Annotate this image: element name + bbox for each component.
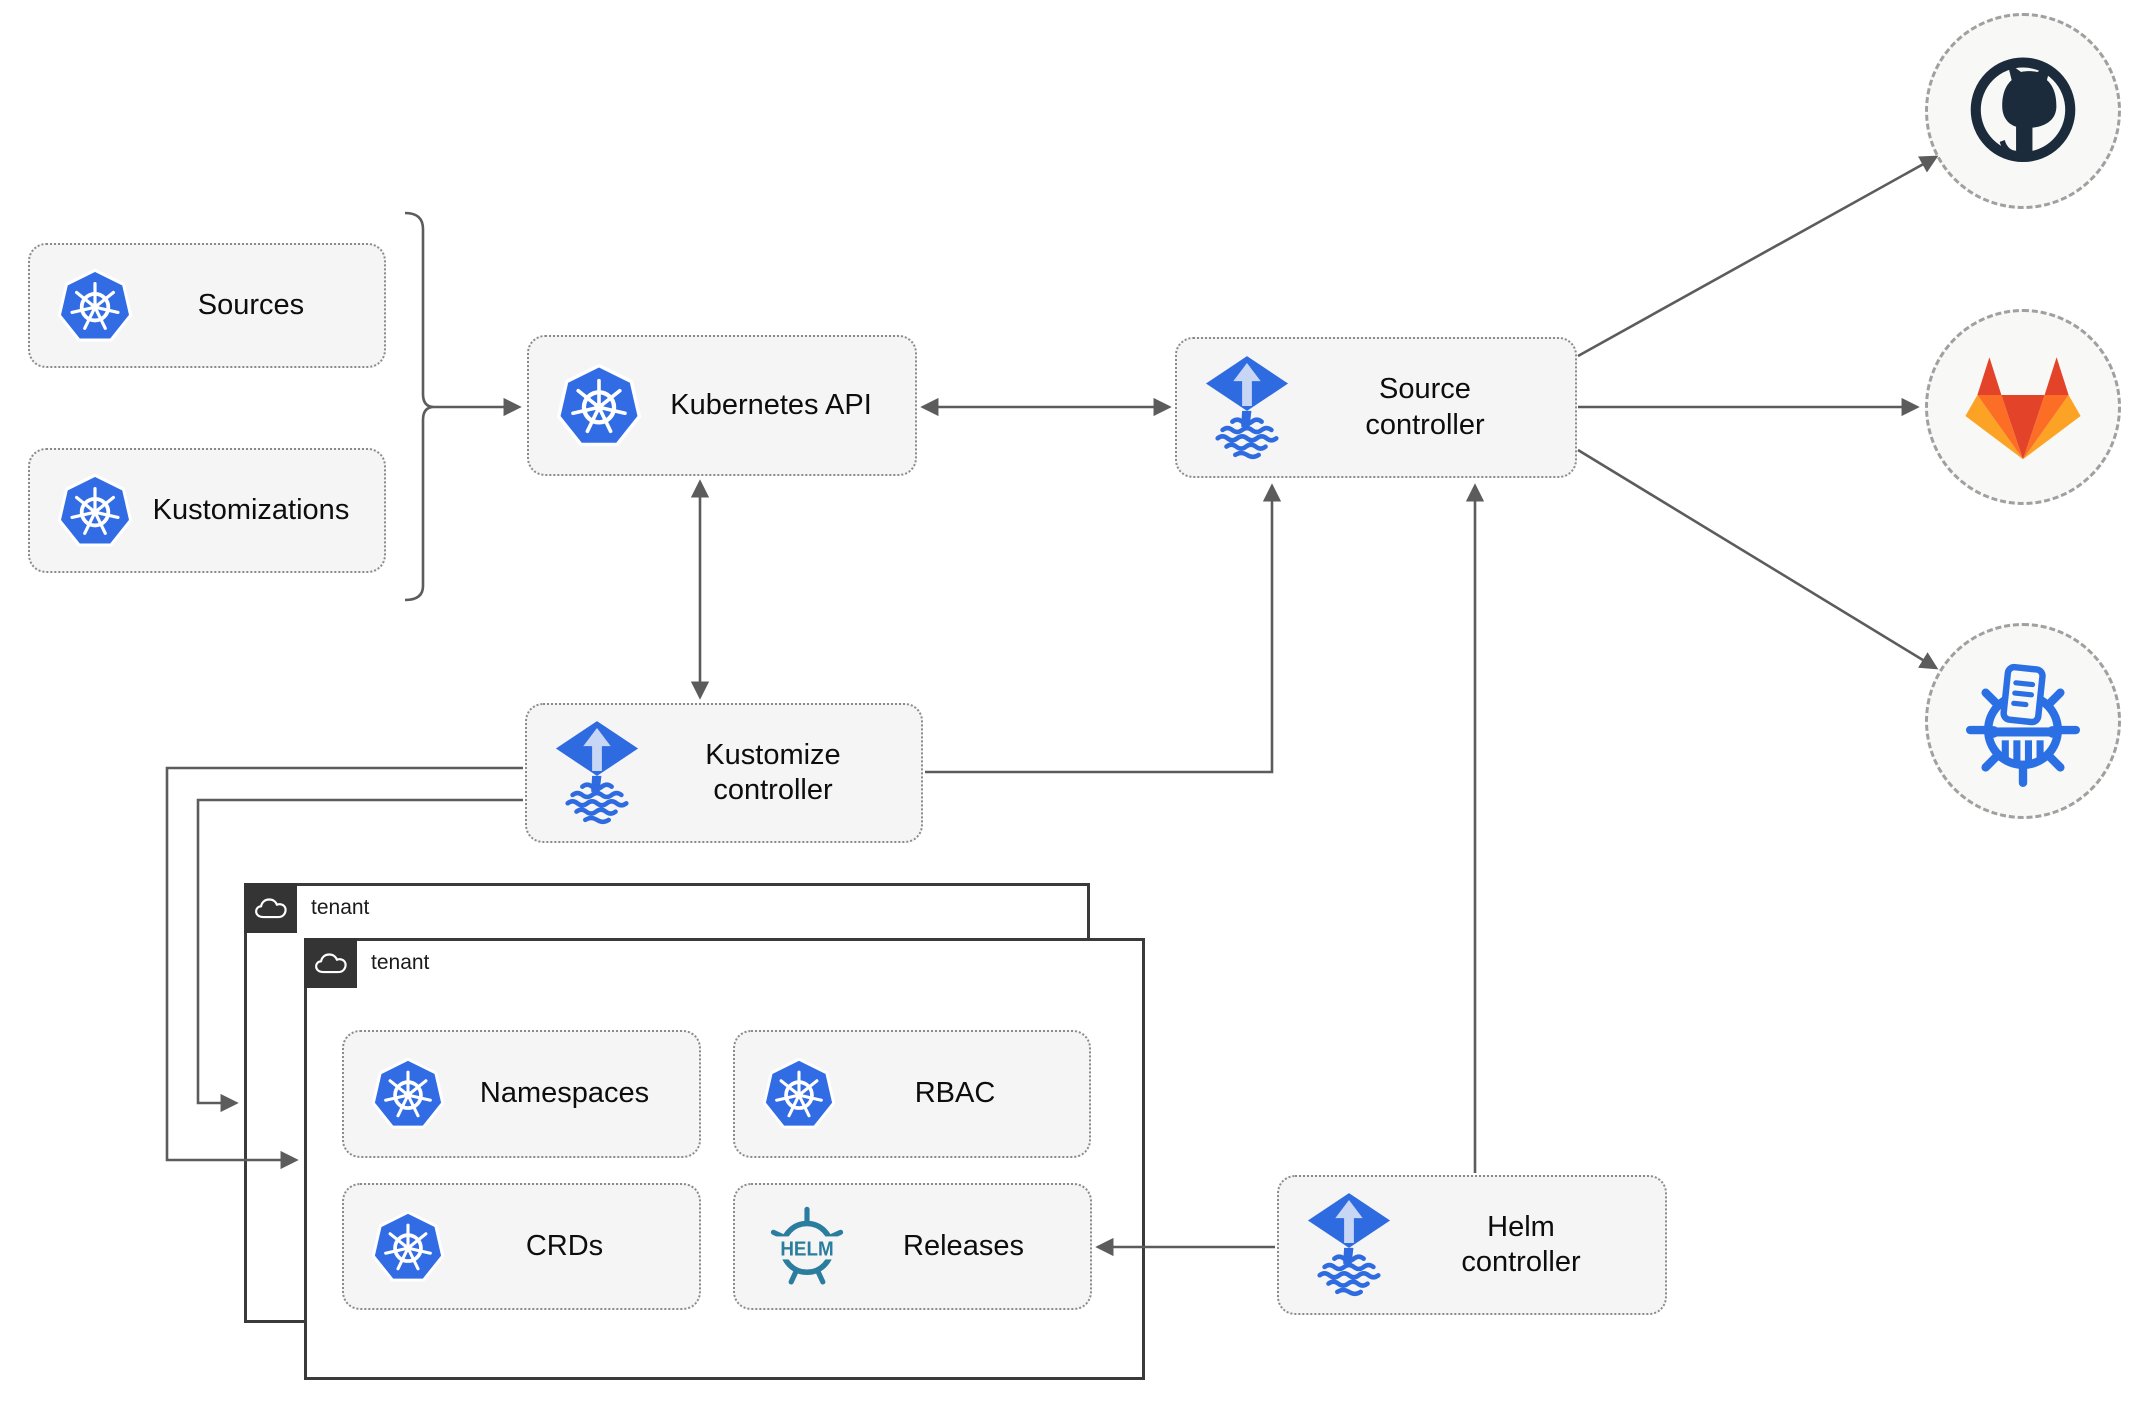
kubernetes-icon	[555, 363, 643, 449]
node-label: Helm controller	[1461, 1210, 1581, 1278]
node-label: Kubernetes API	[670, 388, 872, 421]
cloud-icon	[314, 952, 347, 973]
node-label: Sources	[197, 288, 305, 321]
node-helm-controller: Helm controller	[1277, 1175, 1667, 1315]
node-label: Source controller	[1365, 373, 1485, 441]
helm-icon	[761, 1201, 853, 1293]
node-kubernetes-api: Kubernetes API	[527, 335, 917, 476]
kubernetes-icon	[370, 1209, 446, 1284]
node-kustomizations: Kustomizations	[28, 448, 386, 573]
node-label: Kustomizations	[152, 493, 350, 526]
node-label: Namespaces	[479, 1077, 650, 1110]
node-rbac: RBAC	[733, 1030, 1091, 1158]
remote-gitlab	[1925, 309, 2121, 505]
connector-source-controller-to-helm-repository	[1577, 448, 1939, 670]
node-source-controller: Source controller	[1175, 337, 1577, 478]
node-label: Kustomize controller	[705, 738, 841, 806]
cloud-icon	[254, 897, 287, 918]
connector-kustomize-controller-to-source-controller	[925, 483, 1282, 774]
node-label: Releases	[903, 1229, 1024, 1262]
remote-github	[1925, 13, 2121, 209]
kubernetes-icon	[761, 1057, 837, 1131]
flux-icon	[553, 718, 641, 828]
remote-helm-repository	[1925, 623, 2121, 819]
flux-icon	[1203, 353, 1291, 463]
kubernetes-icon	[370, 1057, 446, 1131]
kubernetes-icon	[56, 472, 134, 549]
gitlab-icon	[1965, 357, 2081, 460]
node-label: RBAC	[914, 1077, 996, 1110]
kubernetes-icon	[56, 267, 134, 344]
node-label: CRDs	[525, 1229, 604, 1262]
node-sources: Sources	[28, 243, 386, 368]
flux-icon	[1305, 1190, 1393, 1300]
tenant-label: tenant	[311, 896, 370, 919]
connector-source-controller-to-github	[1577, 155, 1939, 358]
node-namespaces: Namespaces	[342, 1030, 701, 1158]
chartmuseum-helm-repository-icon	[1958, 654, 2088, 788]
node-kustomize-controller: Kustomize controller	[525, 703, 923, 843]
tenant-group-inner: tenant	[304, 938, 1145, 1380]
bracket-sources-group	[404, 211, 435, 602]
tenant-badge	[304, 938, 357, 988]
tenant-badge	[244, 883, 297, 933]
node-releases: Releases	[733, 1183, 1092, 1310]
tenant-label: tenant	[371, 951, 430, 974]
github-icon	[1960, 48, 2086, 174]
node-crds: CRDs	[342, 1183, 701, 1310]
